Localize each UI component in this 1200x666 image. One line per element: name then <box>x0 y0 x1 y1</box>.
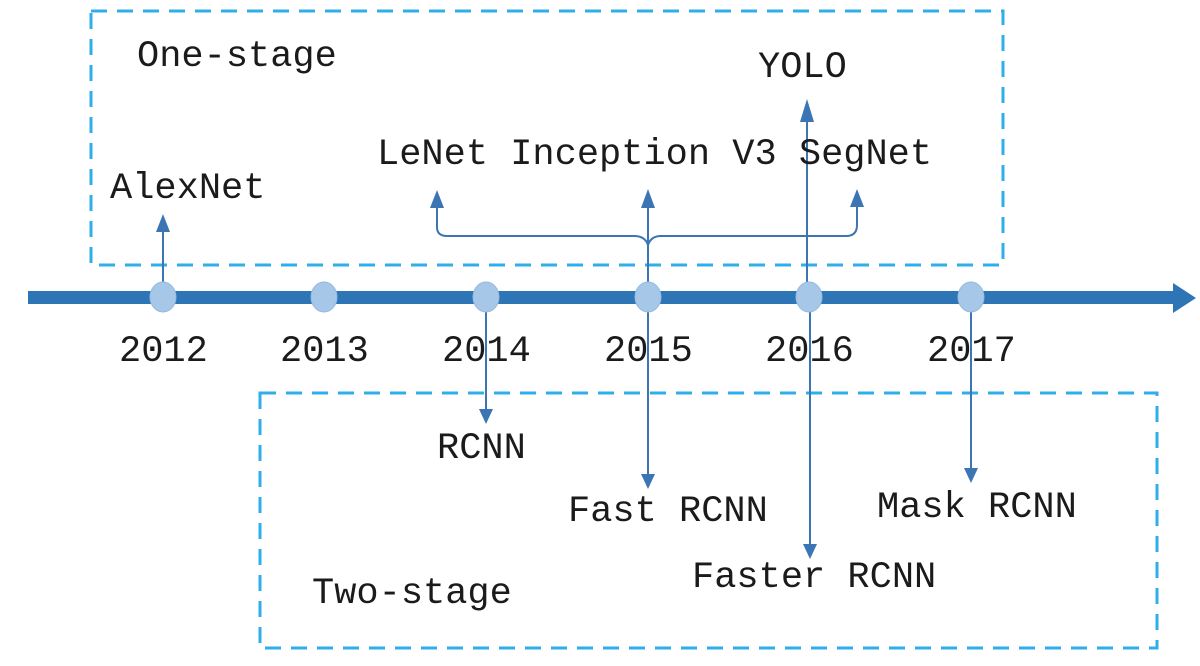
year-dot-2016 <box>795 281 823 313</box>
year-label-2014: 2014 <box>442 331 531 373</box>
yolo-arrowhead-icon <box>800 99 814 122</box>
connector-arrowheads <box>156 99 978 559</box>
lenet-segnet-brace-line <box>436 206 858 249</box>
connector-lines <box>162 121 972 544</box>
faster-rcnn-arrowhead-icon <box>803 544 817 559</box>
model-label-faster-rcnn: Faster RCNN <box>692 557 937 599</box>
year-label-2017: 2017 <box>927 331 1016 373</box>
one-stage-dashed-box <box>89 9 1005 267</box>
year-dot-2013 <box>310 281 338 313</box>
year-dots <box>149 281 985 313</box>
year-label-2016: 2016 <box>765 331 854 373</box>
year-label-2012: 2012 <box>119 331 208 373</box>
timeline-arrowhead-icon <box>1173 283 1196 313</box>
model-label-alexnet: AlexNet <box>110 168 266 210</box>
mask-rcnn-arrowhead-icon <box>964 468 978 483</box>
model-label-rcnn: RCNN <box>437 428 526 470</box>
year-dot-2012 <box>149 281 177 313</box>
alexnet-arrowhead-icon <box>156 214 170 232</box>
model-label-fast-rcnn: Fast RCNN <box>568 491 768 533</box>
two-stage-dashed-box <box>258 391 1159 650</box>
one-stage-label: One-stage <box>137 36 337 78</box>
two-stage-label: Two-stage <box>312 573 512 615</box>
model-label-lenet-inception-segnet: LeNet Inception V3 SegNet <box>377 134 933 176</box>
lenet-arrowhead-icon <box>430 190 444 208</box>
year-dot-2015 <box>634 281 662 313</box>
model-label-mask-rcnn: Mask RCNN <box>877 487 1077 529</box>
model-label-yolo: YOLO <box>758 47 847 89</box>
timeline-bar <box>28 291 1175 304</box>
inception-arrowhead-icon <box>641 189 655 208</box>
fast-rcnn-arrowhead-icon <box>641 474 655 489</box>
year-label-2015: 2015 <box>604 331 693 373</box>
rcnn-arrowhead-icon <box>479 409 493 424</box>
year-label-2013: 2013 <box>280 331 369 373</box>
year-dot-2017 <box>957 281 985 313</box>
segnet-arrowhead-icon <box>850 189 864 207</box>
year-dot-2014 <box>472 281 500 313</box>
